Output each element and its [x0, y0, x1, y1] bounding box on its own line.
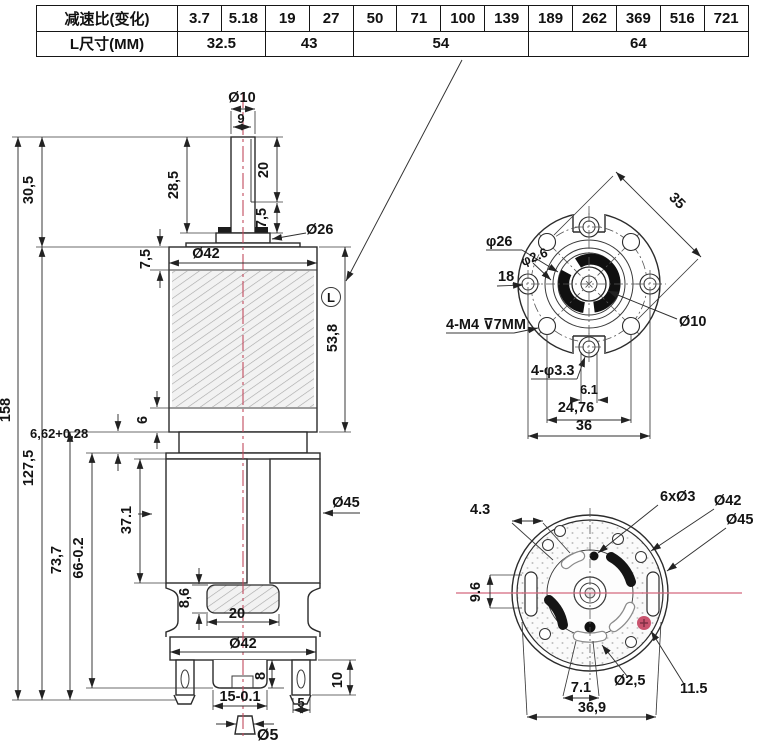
length-header: L尺寸(MM) — [36, 30, 178, 57]
l-dimension-marker — [321, 287, 341, 307]
dim-4-3: 4.3 — [470, 502, 490, 518]
retaining-ring — [218, 227, 231, 233]
dim-stub-diameter: Ø5 — [257, 727, 278, 744]
table-leader-line — [345, 59, 463, 282]
dim-30-5: 30,5 — [21, 176, 37, 204]
motor-can-right — [269, 458, 321, 584]
dim-tab-10: 10 — [330, 672, 346, 688]
ratio-value: 369 — [615, 5, 661, 32]
vent-slots — [560, 550, 636, 643]
dim-11-5: 11.5 — [680, 681, 707, 697]
dim-plate-7-5: 7,5 — [138, 249, 154, 269]
dim-tab-8: 8 — [253, 672, 269, 680]
dim-9-6: 9.6 — [468, 582, 484, 602]
dim-127-5: 127,5 — [21, 450, 37, 486]
dim-24-76: 24,76 — [558, 400, 594, 416]
dim-motor-diameter: Ø45 — [332, 495, 359, 511]
dim-6-1: 6.1 — [580, 382, 598, 397]
rear-holes-3mm — [539, 525, 647, 648]
dim-gearbox-diameter: Ø42 — [192, 246, 219, 262]
side-slot-left — [524, 571, 538, 617]
l-marker-label: L — [327, 290, 335, 305]
dim-36: 36 — [576, 418, 592, 434]
dim-73-7: 73,7 — [49, 546, 65, 574]
dim-37-1: 37.1 — [119, 506, 135, 534]
dim-gap-6: 6 — [135, 416, 151, 424]
side-view-section: L Ø10 9 30,5 28,5 20 7,5 Ø26 7,5 Ø42 53,… — [0, 59, 463, 744]
ratio-value: 5.18 — [220, 5, 266, 32]
ratio-header: 减速比(变化) — [36, 5, 178, 32]
dim-boss-front: φ26 — [486, 234, 513, 250]
mounting-holes-3-3 — [514, 213, 664, 361]
vent-arc-dark — [606, 552, 636, 587]
dim-holes-3-3: 4-φ3.3 — [531, 363, 574, 379]
ratio-value: 262 — [572, 5, 617, 32]
side-slot-right — [646, 571, 660, 617]
dim-flat-length: 20 — [256, 162, 272, 178]
ratio-spec-table: 减速比(变化) 3.7 5.18 19 27 50 71 100 139 189… — [36, 5, 749, 57]
dim-vent-holes: 6xØ3 — [660, 489, 695, 505]
dim-28-5: 28,5 — [166, 171, 182, 199]
ratio-value: 71 — [396, 5, 442, 32]
dim-tab-5: 5 — [297, 695, 304, 710]
vent-arc-dark — [544, 595, 568, 630]
rear-face-view: 4.3 9.6 6xØ3 Ø42 Ø45 7.1 36,9 Ø2,5 11.5 — [456, 489, 753, 721]
dim-rear-body: Ø42 — [714, 493, 741, 509]
length-value: 43 — [264, 30, 354, 57]
motor-can-left — [165, 458, 248, 584]
ratio-value: 139 — [484, 5, 530, 32]
length-value: 54 — [352, 30, 530, 57]
endbell-waist-right — [307, 583, 321, 637]
dim-total-height: 158 — [0, 398, 14, 422]
ratio-value: 516 — [659, 5, 705, 32]
ratio-value: 27 — [308, 5, 354, 32]
ratio-value: 3.7 — [177, 5, 222, 32]
dim-35: 35 — [665, 190, 688, 213]
dim-flange-diameter: Ø42 — [229, 636, 256, 652]
dim-shaft-diameter: Ø10 — [228, 90, 255, 106]
retaining-ring — [255, 227, 268, 233]
dim-36-9: 36,9 — [578, 700, 606, 716]
dim-shaft-flat-width: 9 — [237, 111, 244, 126]
length-value: 64 — [528, 30, 749, 57]
dim-brush-width: 20 — [229, 606, 245, 622]
ratio-value: 189 — [528, 5, 574, 32]
dim-m4-screws: 4-M4 ⊽7MM — [446, 317, 526, 333]
dim-2-5: Ø2,5 — [614, 673, 645, 689]
dim-ring-height: 6,62+0,28 — [30, 426, 88, 441]
dim-step-7-5: 7,5 — [254, 208, 270, 228]
dim-18: 18 — [498, 269, 514, 285]
dim-hub-width: 15-0.1 — [219, 689, 260, 705]
dim-gearbox-length: 53,8 — [325, 324, 341, 352]
length-value: 32.5 — [177, 30, 266, 57]
dim-shaft-front: Ø10 — [679, 314, 706, 330]
endbell-waist-left — [165, 583, 179, 637]
table-row-ratio: 减速比(变化) 3.7 5.18 19 27 50 71 100 139 189… — [36, 5, 749, 32]
dim-motor-length: 66-0.2 — [71, 537, 87, 578]
front-face-view: φ26 φ2.6 18 35 4-M4 ⊽7MM Ø10 4-φ3.3 6.1 … — [446, 171, 706, 440]
dim-brush-height: 8,6 — [177, 588, 193, 608]
ratio-value: 721 — [703, 5, 749, 32]
dim-7-1: 7.1 — [571, 680, 591, 696]
dim-rear-flange: Ø45 — [726, 512, 753, 528]
dim-boss-diameter: Ø26 — [306, 222, 333, 238]
table-row-length: L尺寸(MM) 32.5 43 54 64 — [36, 30, 749, 57]
vent-dot — [589, 551, 599, 561]
rear-stub — [234, 715, 256, 735]
